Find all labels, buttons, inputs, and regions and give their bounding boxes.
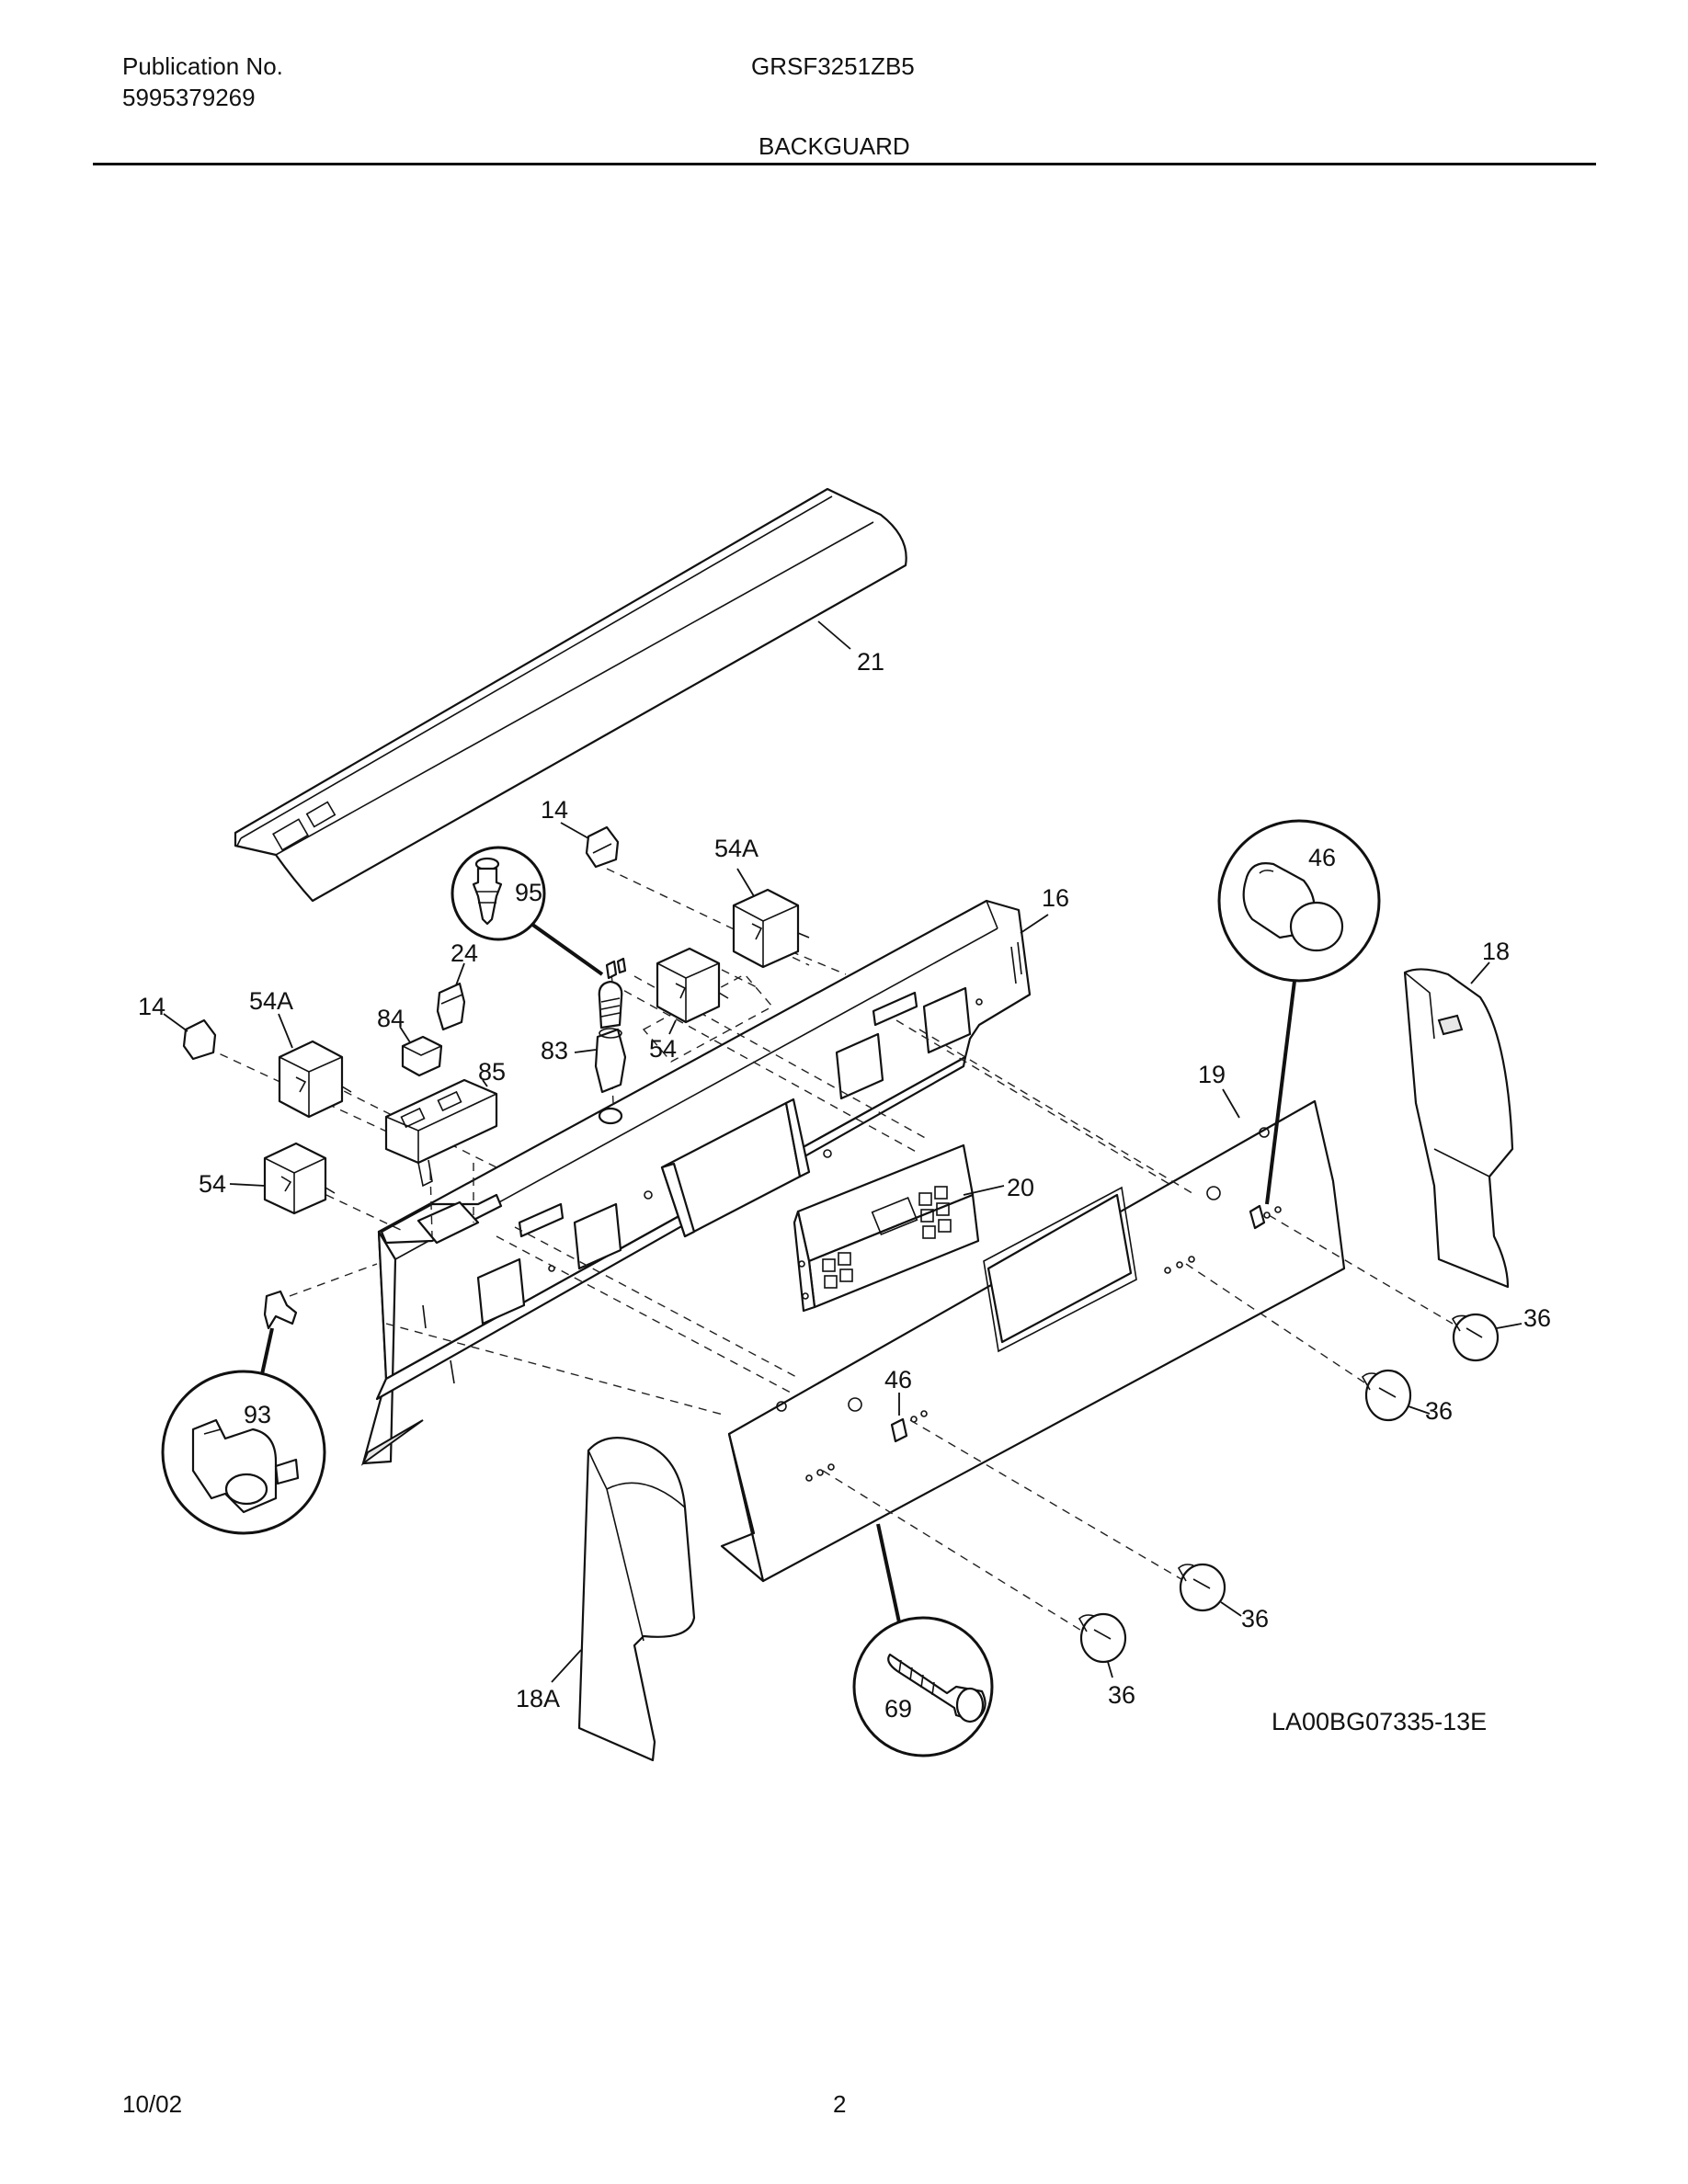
leader-54a-top <box>736 868 755 897</box>
part-18-end-cap-right <box>1403 968 1514 1289</box>
callout-84: 84 <box>377 1005 405 1032</box>
part-lamp-bulb <box>598 980 623 1029</box>
callout-54a-left: 54A <box>249 987 293 1015</box>
part-36-knob-a <box>1451 1313 1500 1362</box>
leader-20 <box>963 1185 1005 1196</box>
drawing-id: LA00BG07335-13E <box>1272 1708 1487 1735</box>
part-36-knob-c <box>1178 1563 1226 1612</box>
callout-95: 95 <box>515 879 542 906</box>
callout-18: 18 <box>1482 938 1510 965</box>
callout-20: 20 <box>1007 1174 1034 1201</box>
part-14-terminal-top <box>585 825 620 869</box>
callout-21: 21 <box>857 648 884 676</box>
section-title: BACKGUARD <box>758 132 910 160</box>
footer-page-number: 2 <box>833 2090 847 2118</box>
detail-circle-69 <box>852 1616 994 1757</box>
detail-circle-93 <box>161 1370 326 1535</box>
leader-83 <box>574 1049 597 1053</box>
callout-36-a: 36 <box>1523 1304 1551 1332</box>
callout-36-c: 36 <box>1241 1605 1269 1632</box>
part-54a-switch-top <box>732 888 810 969</box>
part-85-switch-housing <box>384 1078 498 1188</box>
callout-46-panel: 46 <box>884 1366 912 1393</box>
leader-21 <box>817 620 851 650</box>
detail-circle-95 <box>451 846 546 941</box>
leader-95 <box>530 922 604 976</box>
leader-46-large <box>1265 980 1296 1205</box>
header-rule <box>93 163 1596 165</box>
detail-circle-46-large <box>1217 819 1381 983</box>
callout-54-mid: 54 <box>649 1035 677 1063</box>
part-24-rocker-switch <box>436 982 466 1031</box>
leader-54-mid <box>668 1019 677 1035</box>
leader-36-a <box>1496 1323 1523 1329</box>
model-number: GRSF3251ZB5 <box>751 52 915 80</box>
part-54-switch-mid <box>656 947 729 1024</box>
part-54-switch-left <box>263 1142 336 1215</box>
leader-69 <box>876 1523 901 1623</box>
leader-16 <box>1020 914 1049 934</box>
callout-14-top: 14 <box>541 796 568 824</box>
leader-14-left <box>163 1013 188 1032</box>
callout-54-left: 54 <box>199 1170 226 1198</box>
callout-69: 69 <box>884 1695 912 1723</box>
leader-54-left <box>229 1183 266 1187</box>
part-93-terminal-bracket <box>263 1290 298 1330</box>
part-screw-small <box>605 957 627 980</box>
publication-label: Publication No. <box>122 52 283 80</box>
callout-16: 16 <box>1042 884 1069 912</box>
part-14-terminal-left <box>182 1018 217 1061</box>
leader-36-d <box>1107 1661 1113 1678</box>
leader-19 <box>1222 1088 1240 1119</box>
callout-36-d: 36 <box>1108 1681 1135 1709</box>
callout-85: 85 <box>478 1058 506 1086</box>
footer-date: 10/02 <box>122 2090 183 2118</box>
leader-18 <box>1470 961 1490 984</box>
part-16-console-frame <box>360 899 1032 1466</box>
part-54a-switch-left <box>278 1040 352 1119</box>
leader-54a-left <box>278 1013 293 1049</box>
leader-24 <box>455 962 465 986</box>
callout-46-large: 46 <box>1308 844 1336 871</box>
leader-93 <box>260 1327 274 1375</box>
leader-18a <box>551 1649 582 1683</box>
part-19-control-panel <box>720 1099 1346 1583</box>
callout-14-left: 14 <box>138 993 165 1020</box>
callout-36-b: 36 <box>1425 1397 1453 1425</box>
callout-18a: 18A <box>516 1685 560 1712</box>
leader-84 <box>399 1026 411 1043</box>
callout-83: 83 <box>541 1037 568 1064</box>
leader-36-c <box>1220 1601 1242 1617</box>
part-21-backguard-cap <box>234 487 907 903</box>
leader-14-top <box>560 822 589 839</box>
part-36-knob-d <box>1078 1612 1127 1664</box>
callout-54a-top: 54A <box>714 835 758 862</box>
part-83-lamp-socket <box>594 1028 627 1125</box>
publication-number: 5995379269 <box>122 84 256 111</box>
part-36-knob-b <box>1362 1369 1412 1422</box>
part-84-indicator-light <box>401 1035 443 1077</box>
leader-85 <box>482 1079 488 1087</box>
callout-19: 19 <box>1198 1061 1226 1088</box>
part-18a-end-cap-left <box>577 1437 696 1762</box>
callout-24: 24 <box>451 939 478 967</box>
leader-36-b <box>1408 1405 1431 1415</box>
part-20-electronic-control <box>793 1143 980 1313</box>
callout-93: 93 <box>244 1401 271 1428</box>
